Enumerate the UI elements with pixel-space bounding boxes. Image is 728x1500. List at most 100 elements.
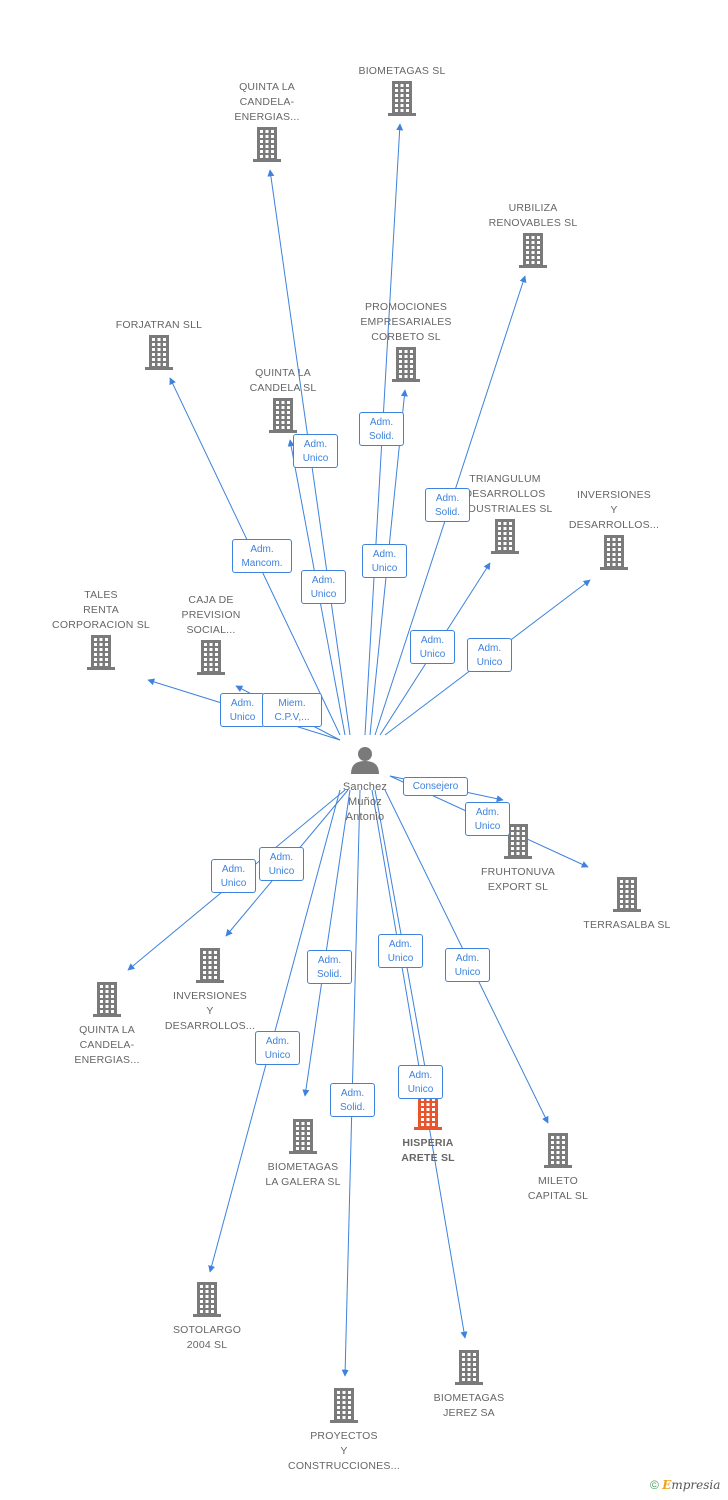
company-label-line: QUINTA LA	[255, 367, 311, 379]
relation-label-fruhtonuva[interactable]: Consejero	[403, 777, 468, 796]
relation-label-quinta-la-candela-energias-top[interactable]: Adm.Unico	[293, 434, 338, 468]
relation-label-promociones-corbeto[interactable]: Adm. Unico	[301, 570, 346, 604]
company-label-line: CANDELA-	[79, 1039, 135, 1051]
copyright-symbol: ©	[650, 1478, 659, 1492]
building-icon	[599, 533, 629, 571]
company-label-line: URBILIZA	[508, 202, 558, 214]
person-icon	[351, 747, 379, 774]
building-icon	[490, 517, 520, 555]
building-icon	[543, 1131, 573, 1169]
company-node-biometagas-sl[interactable]: BIOMETAGAS SL	[337, 64, 467, 122]
company-label-line: EMPRESARIALES	[360, 316, 452, 328]
company-label-line: CORPORACION SL	[52, 619, 150, 631]
relation-label-text: C.P.V,...	[274, 712, 310, 723]
relation-label-text: Unico	[268, 866, 295, 877]
company-label-line: DESARROLLOS...	[164, 1020, 256, 1032]
company-node-terrasalba[interactable]: TERRASALBA SL	[562, 875, 692, 933]
company-label-line: FORJATRAN SLL	[115, 319, 203, 331]
relation-label-tales-renta[interactable]: Adm.Unico	[220, 693, 265, 727]
relation-label-text: Adm.	[269, 852, 294, 863]
relation-label-forjatran[interactable]: Adm.Mancom.	[232, 539, 292, 573]
relation-label-proyectos-construcciones[interactable]: Adm.Solid.	[330, 1083, 375, 1117]
relation-label-text: Adm.	[475, 807, 500, 818]
relation-label-caja-prevision[interactable]: Miem. C.P.V,...	[262, 693, 322, 727]
relation-label-text: Unico	[229, 712, 256, 723]
company-node-inversiones-top[interactable]: INVERSIONES Y DESARROLLOS...	[549, 488, 679, 576]
relation-label-text: Adm.	[311, 575, 336, 586]
relation-label-biometagas-la-galera[interactable]: Adm.Solid.	[307, 950, 352, 984]
company-label-line: INVERSIONES	[577, 489, 651, 501]
company-node-sotolargo[interactable]: SOTOLARGO 2004 SL	[142, 1280, 272, 1353]
person-name-line-3: Antonio	[345, 811, 385, 823]
company-label-line: QUINTA LA	[239, 81, 295, 93]
building-icon	[86, 633, 116, 671]
person-name-line-2: Muñoz	[347, 796, 383, 808]
building-icon	[391, 345, 421, 383]
relation-label-sotolargo[interactable]: Adm.Unico	[255, 1031, 300, 1065]
relation-label-biometagas-sl[interactable]: Adm.Solid.	[359, 412, 404, 446]
relation-label-text: Adm.	[221, 864, 246, 875]
relation-label-biometagas-jerez[interactable]: Adm.Unico	[398, 1065, 443, 1099]
relation-label-mileto-capital[interactable]: Adm.Unico	[445, 948, 490, 982]
company-label-line: Y	[340, 1445, 348, 1457]
company-label-line: PREVISION	[181, 609, 241, 621]
relation-label-text: Solid.	[434, 507, 460, 518]
relation-label-text: Unico	[310, 589, 337, 600]
relation-label-text: Unico	[419, 649, 446, 660]
relation-label-text: Adm.	[388, 939, 413, 950]
company-node-forjatran[interactable]: FORJATRAN SLL	[94, 318, 224, 376]
relation-label-text: Adm.	[455, 953, 480, 964]
company-label-line: Y	[206, 1005, 214, 1017]
company-label-line: ENERGIAS...	[234, 111, 300, 123]
relation-label-inversiones-bottom[interactable]: Adm. Unico	[259, 847, 304, 881]
company-label-line: BIOMETAGAS	[433, 1392, 505, 1404]
relation-label-text: Unico	[220, 878, 247, 889]
relation-label-quinta-la-candela-energias-bottom[interactable]: Adm. Unico	[211, 859, 256, 893]
relation-label-text: Miem.	[278, 698, 306, 709]
building-icon	[252, 125, 282, 163]
center-person[interactable]: Sanchez Muñoz Antonio	[300, 745, 430, 825]
relation-label-quinta-la-candela-sl[interactable]: Adm.Unico	[362, 544, 407, 578]
building-icon	[454, 1348, 484, 1386]
company-label-line: CONSTRUCCIONES...	[288, 1460, 400, 1472]
relation-label-hisperia-arete[interactable]: Adm.Unico	[378, 934, 423, 968]
relation-label-inversiones-top[interactable]: Adm.Unico	[467, 638, 512, 672]
brand-logo: Empresia	[662, 1478, 721, 1492]
relation-label-text: Adm.	[250, 544, 274, 555]
company-label-line: TRIANGULUM	[469, 473, 541, 485]
relation-label-text: Unico	[474, 821, 501, 832]
company-label-line: SOTOLARGO	[172, 1324, 242, 1336]
company-label-line: Y	[610, 504, 618, 516]
relation-label-text: Unico	[476, 657, 503, 668]
building-icon	[518, 231, 548, 269]
building-icon	[144, 333, 174, 371]
building-icon	[195, 946, 225, 984]
company-label-line: LA GALERA SL	[265, 1176, 341, 1188]
company-label-line: DESARROLLOS...	[568, 519, 660, 531]
building-icon	[92, 980, 122, 1018]
company-label-line: INVERSIONES	[173, 990, 247, 1002]
footer-credit[interactable]: © Empresia	[650, 1478, 720, 1492]
relation-label-terrasalba[interactable]: Adm. Unico	[465, 802, 510, 836]
relation-label-triangulum[interactable]: Adm.Unico	[410, 630, 455, 664]
company-node-inversiones-bottom[interactable]: INVERSIONES Y DESARROLLOS...	[145, 946, 275, 1034]
company-label-line: 2004 SL	[186, 1339, 228, 1351]
relation-label-text: Consejero	[412, 781, 459, 792]
relation-label-urbiliza-renovables[interactable]: Adm.Solid.	[425, 488, 470, 522]
relation-label-text: Adm.	[372, 549, 397, 560]
company-label-line: HISPERIA	[402, 1137, 454, 1149]
